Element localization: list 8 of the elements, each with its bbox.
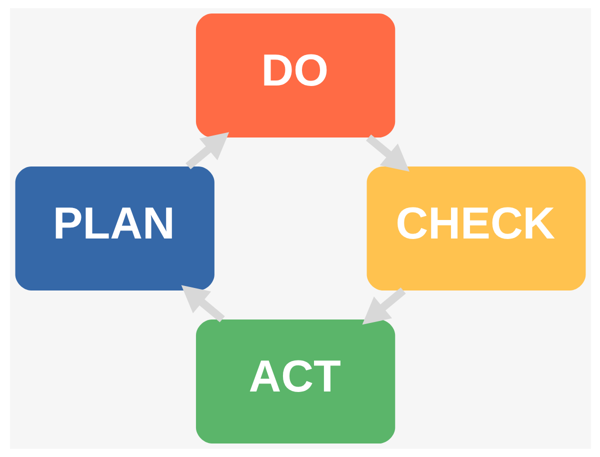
arrow: [362, 288, 406, 325]
arrow: [180, 285, 224, 322]
arrow: [185, 132, 229, 170]
node-box: CHECK: [366, 166, 586, 290]
node-box: DO: [195, 14, 395, 138]
node-box: ACT: [195, 320, 395, 444]
arrow: [366, 134, 410, 172]
node-box: PLAN: [14, 166, 214, 290]
